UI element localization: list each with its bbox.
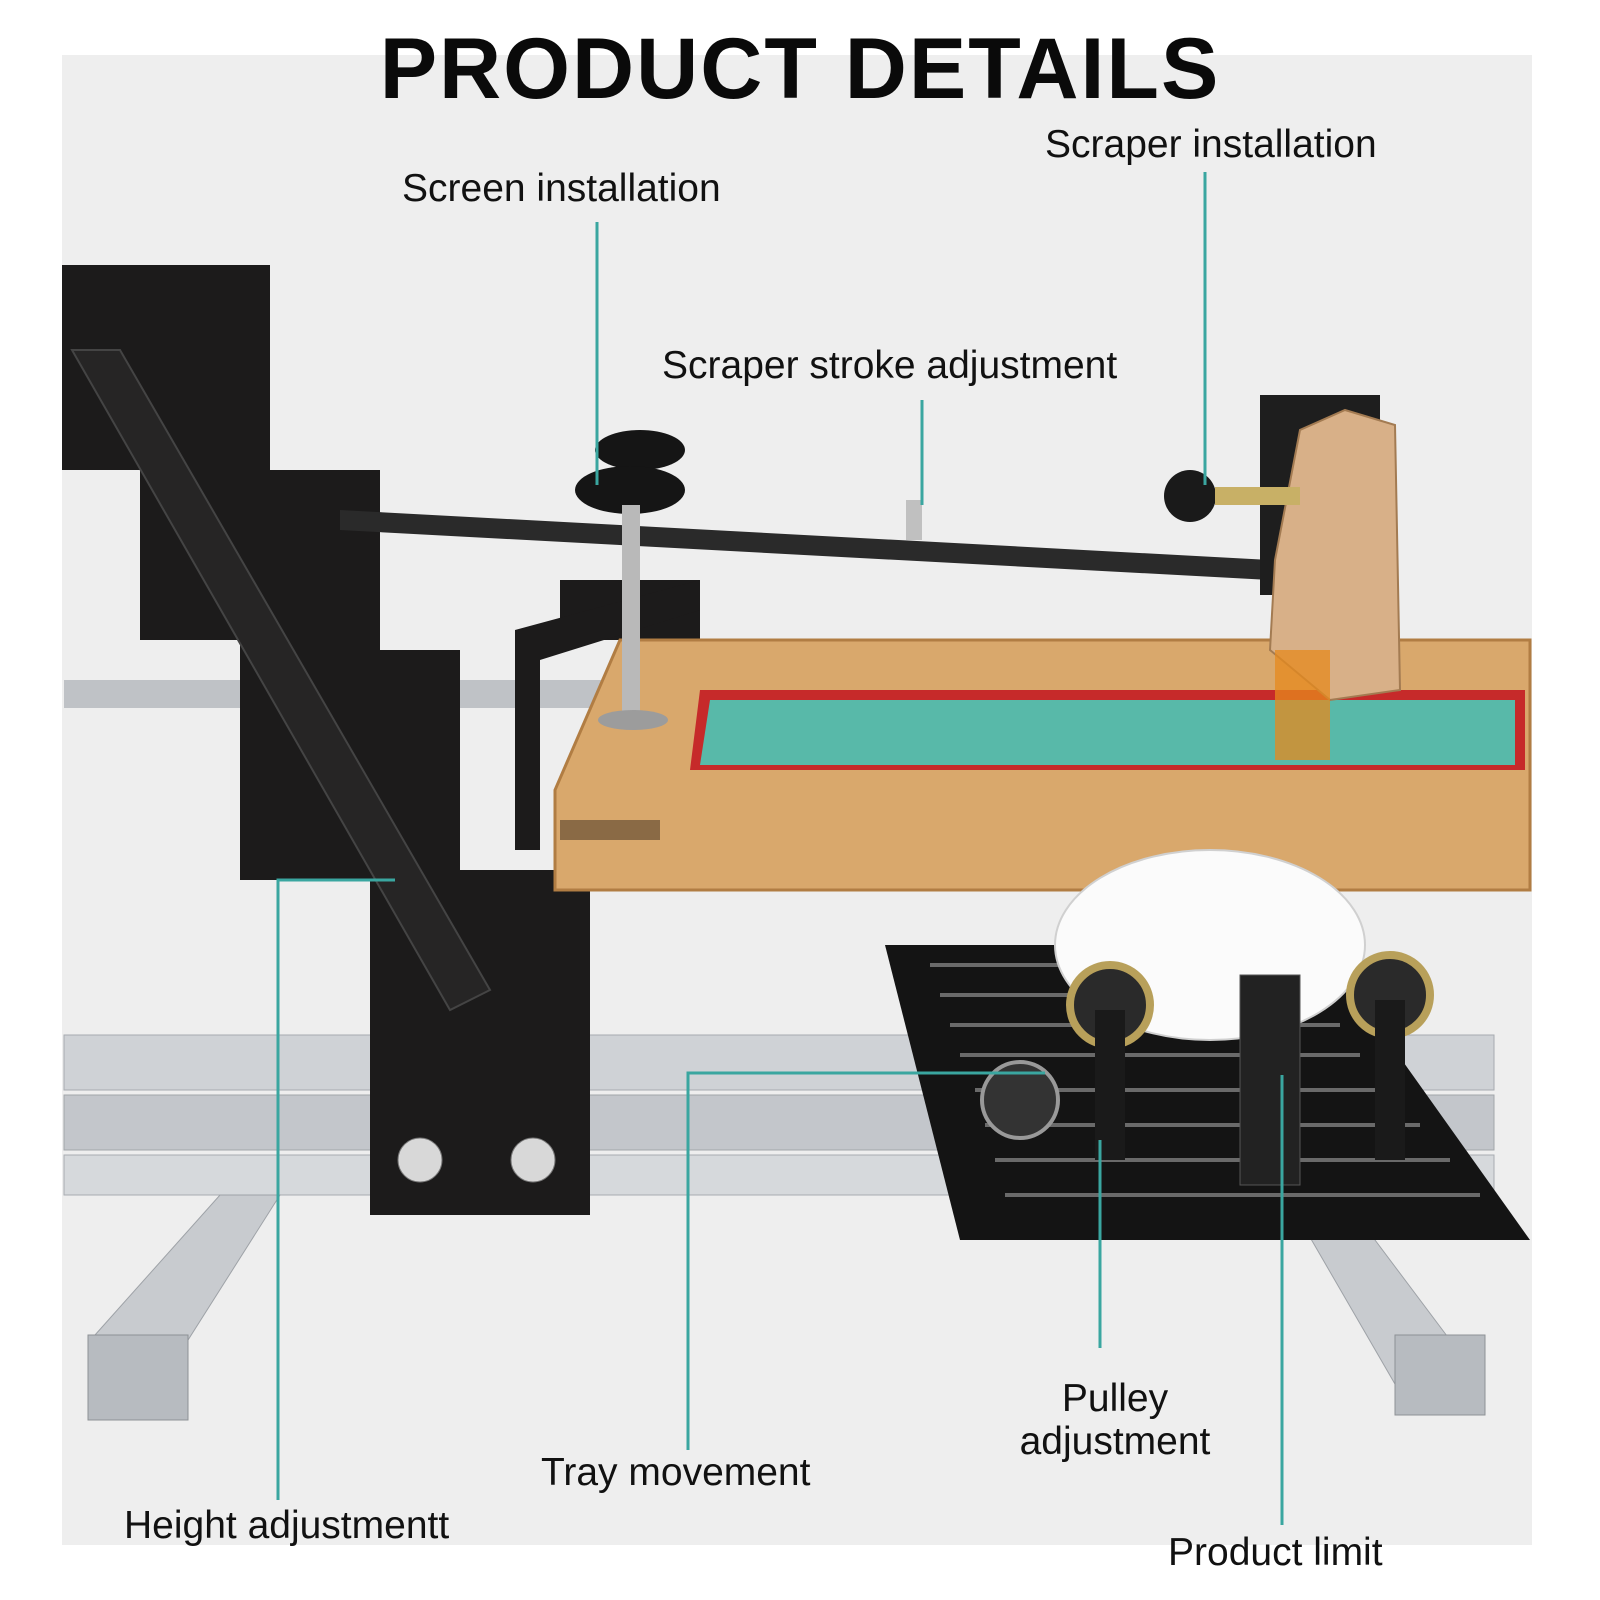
label-product-limit: Product limit (1168, 1531, 1383, 1574)
leader-lines (276, 172, 1284, 1525)
pulley-bracket-right (1375, 1000, 1405, 1160)
screen-knob (575, 430, 685, 730)
label-pulley-adjustment: Pulley adjustment (1010, 1377, 1220, 1464)
leader-height-adjustment (276, 878, 395, 1500)
diagonal-arm (70, 349, 492, 1012)
squeegee-arm (340, 510, 1270, 580)
scraper-bolt (1215, 487, 1300, 505)
scraper-knob (1164, 470, 1216, 522)
label-pulley-line-1: Pulley (1061, 1377, 1169, 1420)
frame-screw-right (510, 1137, 556, 1183)
label-height-adjustment: Height adjustmentt (124, 1504, 450, 1547)
scraper-stroke-pin (906, 500, 922, 540)
pulley-bracket-left (1095, 1010, 1125, 1160)
label-pulley-line-2: adjustment (1019, 1419, 1211, 1463)
leader-tray-movement (686, 1071, 1045, 1450)
page-title: PRODUCT DETAILS (379, 21, 1221, 117)
tray-roller (980, 1060, 1060, 1140)
product-limit-plate (1239, 974, 1301, 1186)
scraper-rubber (1275, 650, 1330, 760)
label-tray-movement: Tray movement (541, 1451, 811, 1494)
label-screen-installation: Screen installation (402, 167, 721, 210)
frame-screw-left (397, 1137, 443, 1183)
label-scraper-stroke-adjustment: Scraper stroke adjustment (662, 344, 1118, 387)
label-scraper-installation: Scraper installation (1045, 123, 1377, 166)
